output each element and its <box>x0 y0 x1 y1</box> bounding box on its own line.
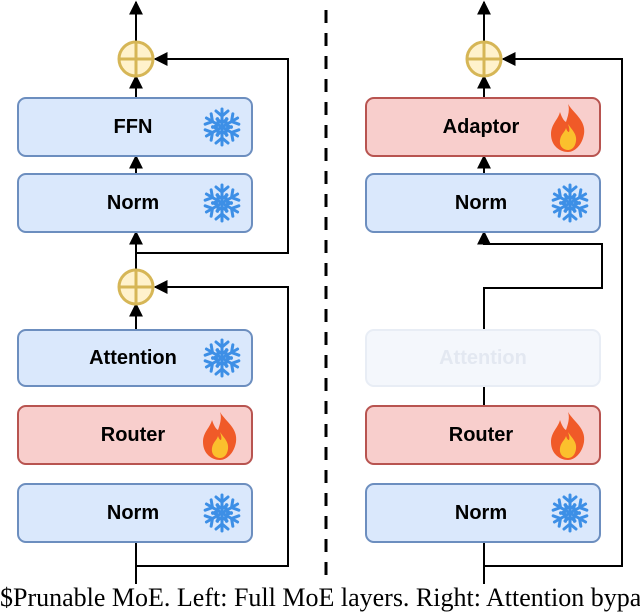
norm-label: Norm <box>455 192 507 214</box>
norm-block-bottom: Norm <box>17 483 253 543</box>
ffn-label: FFN <box>114 116 153 138</box>
add-circle-icon <box>465 40 503 78</box>
router-label: Router <box>449 424 514 446</box>
add-circle-icon <box>117 40 155 78</box>
router-label: Router <box>101 424 166 446</box>
add-circle-icon <box>117 268 155 306</box>
attention-label: Attention <box>89 347 177 369</box>
ffn-block: FFN <box>17 97 253 157</box>
norm-block-top: Norm <box>365 173 601 233</box>
router-block: Router <box>365 405 601 465</box>
residual-line-lower <box>136 280 289 567</box>
left-panel: FFN Norm Attention Router Norm <box>17 0 289 584</box>
norm-label: Norm <box>107 192 159 214</box>
residual-line <box>484 52 623 567</box>
attention-block-bypassed: Attention <box>365 329 601 387</box>
norm-label: Norm <box>455 502 507 524</box>
arrow-router-bypass-to-norm <box>477 230 603 459</box>
right-panel: Adaptor Norm Attention Router Norm <box>365 0 623 584</box>
attention-label: Attention <box>439 347 527 369</box>
norm-block-top: Norm <box>17 173 253 233</box>
attention-block: Attention <box>17 329 253 387</box>
residual-line-upper <box>136 52 289 254</box>
norm-label: Norm <box>107 502 159 524</box>
figure-caption: $Prunable MoE. Left: Full MoE layers. Ri… <box>0 584 640 612</box>
moe-diagram: FFN Norm Attention Router Norm <box>17 0 623 584</box>
adaptor-block: Adaptor <box>365 97 601 157</box>
router-block: Router <box>17 405 253 465</box>
adaptor-label: Adaptor <box>443 116 520 138</box>
norm-block-bottom: Norm <box>365 483 601 543</box>
